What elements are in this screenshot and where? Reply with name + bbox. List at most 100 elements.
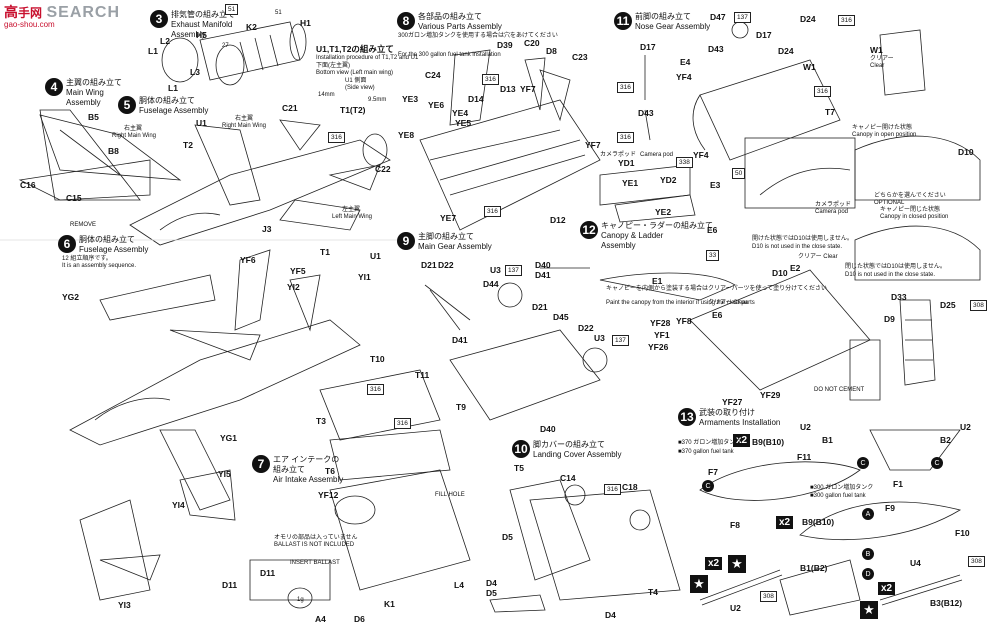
step-number: 5 <box>118 96 136 114</box>
step-title-en2: Assembly <box>601 241 636 250</box>
part-label: T3 <box>316 416 326 426</box>
part-label: C15 <box>66 193 82 203</box>
part-label: T9 <box>456 402 466 412</box>
part-label: C18 <box>622 482 638 492</box>
part-label: E2 <box>790 263 801 273</box>
quantity-x2-badge: x2 <box>776 516 794 529</box>
part-label: D11 <box>222 580 238 590</box>
right-wing-jp: 右主翼 <box>124 126 143 132</box>
part-label: D47 <box>710 12 726 22</box>
part-label: U2 <box>730 603 741 613</box>
step-number: 7 <box>252 455 270 473</box>
marker-b-icon: B <box>862 548 874 560</box>
watermark-url: gao-shou.com <box>4 20 55 29</box>
part-label: D43 <box>638 108 654 118</box>
dimension-14mm: 14mm <box>318 92 335 98</box>
part-label: YI5 <box>218 469 231 479</box>
part-label: YF5 <box>290 266 306 276</box>
tank300-note-jp: 300ガロン増加タンクを使用する場合は穴をあけてください <box>398 33 558 39</box>
marker-c-icon: C <box>857 457 869 469</box>
part-label: D40 <box>535 260 551 270</box>
part-label: D22 <box>578 323 594 333</box>
step-number: 6 <box>58 235 76 253</box>
part-label: D39 <box>497 40 513 50</box>
part-label: YF8 <box>676 316 692 326</box>
right-wing-jp-2: 右主翼 <box>235 116 254 122</box>
part-label: F8 <box>730 520 740 530</box>
paint-code-chip: 33 <box>706 250 720 261</box>
paint-code-chip: 137 <box>612 335 629 346</box>
ballast-note-en: BALLAST IS NOT INCLUDED <box>274 542 355 548</box>
star-marker-icon: ★ <box>860 601 878 619</box>
canopy-open-jp: キャノピー開けた状態 <box>852 125 913 131</box>
watermark-logo[interactable]: 高手网 SEARCH gao-shou.com <box>4 2 120 29</box>
step-title-en: Main Wing <box>66 88 104 97</box>
paint-code-chip: 316 <box>328 132 345 143</box>
part-label: YE6 <box>428 100 445 110</box>
part-label: L2 <box>160 36 170 46</box>
part-label: C23 <box>572 52 588 62</box>
paint-code-chip: 137 <box>734 12 751 23</box>
part-label: T2 <box>183 140 193 150</box>
step-title-en: Canopy & Ladder <box>601 231 664 240</box>
paint-code-chip: 308 <box>970 300 987 311</box>
part-label: YF7 <box>585 140 601 150</box>
part-label: D24 <box>778 46 794 56</box>
part-label: D44 <box>483 279 499 289</box>
tank370-jp: ■370 ガロン増加タンク <box>678 440 742 446</box>
part-label: F11 <box>797 452 812 462</box>
step-number: 13 <box>678 408 696 426</box>
left-wing-en: Left Main Wing <box>332 214 373 220</box>
part-label: L1 <box>168 83 178 93</box>
marker-d-icon: D <box>862 568 874 580</box>
part-label: U2 <box>800 422 811 432</box>
part-label: K1 <box>384 599 395 609</box>
part-label: B1 <box>822 435 833 445</box>
part-label: D17 <box>756 30 772 40</box>
part-label: D8 <box>546 46 557 56</box>
part-label: D22 <box>438 260 454 270</box>
insert-ballast-note: INSERT BALLAST <box>290 560 340 566</box>
nose-gear-drawing <box>644 21 926 161</box>
paint-code-chip: 50 <box>732 168 746 179</box>
part-label: C16 <box>20 180 36 190</box>
part-label: L1 <box>148 46 158 56</box>
part-label: D4 <box>605 610 616 620</box>
e2-clear-note: クリアー Clear <box>798 254 838 260</box>
paint-code-chip: 316 <box>838 15 855 26</box>
part-label: F7 <box>708 467 718 477</box>
quantity-x2-badge: x2 <box>878 582 896 595</box>
step-title-en: Nose Gear Assembly <box>635 22 711 31</box>
part-label: D10 <box>772 268 788 278</box>
d10-open-en: D10 is not used in the close state. <box>752 244 843 250</box>
part-label: YI4 <box>172 500 185 510</box>
part-label: C21 <box>282 103 298 113</box>
d10-closed-jp: 閉じた状態ではD10は使用しません。 <box>845 264 946 270</box>
tank300b-en: ■300 gallon fuel tank <box>810 493 866 499</box>
paint-code-chip: 137 <box>505 265 522 276</box>
part-label: F10 <box>955 528 970 538</box>
paint-code-chip: 316 <box>814 86 831 97</box>
part-label: B3(B12) <box>930 598 963 608</box>
clear-note-en: Clear <box>870 63 885 69</box>
marker-a-icon: A <box>862 508 874 520</box>
part-label: K2 <box>246 22 257 32</box>
right-wing-en-2: Right Main Wing <box>222 123 267 129</box>
star-marker-icon: ★ <box>690 575 708 593</box>
part-label: D12 <box>550 215 566 225</box>
part-label: F1 <box>893 479 903 489</box>
u1-side-view: (Side view) <box>345 85 375 91</box>
u1-bottom-en: Bottom view (Left main wing) <box>316 70 394 76</box>
remove-note: REMOVE <box>70 222 97 228</box>
ballast-weight: 1g <box>297 597 304 603</box>
part-label: D21 <box>532 302 548 312</box>
d10-open-jp: 開けた状態ではD10は使用しません。 <box>752 236 853 242</box>
part-label: T7 <box>825 107 835 117</box>
various-parts-drawing <box>419 49 601 231</box>
part-label: YI3 <box>118 600 131 610</box>
paint-code-chip: 316 <box>604 484 621 495</box>
